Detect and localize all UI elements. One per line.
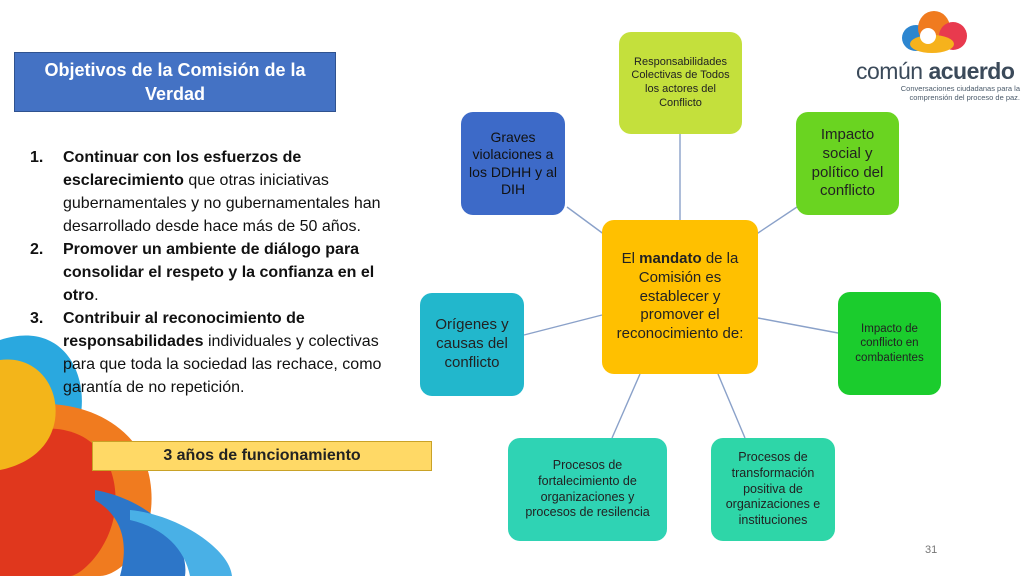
node-label: Graves violaciones a los DDHH y al DIH — [469, 128, 557, 198]
node-label: Impacto social y político del conflicto — [811, 126, 884, 200]
center-text-bold: mandato — [639, 250, 702, 268]
objective-number: 1. — [30, 149, 44, 166]
objective-item: 1. Continuar con los esfuerzos de esclar… — [30, 146, 390, 238]
logo-tagline: Conversaciones ciudadanas para la compre… — [900, 84, 1020, 102]
duration-badge: 3 años de funcionamiento — [92, 441, 432, 471]
comun-acuerdo-logo: común acuerdo Conversaciones ciudadanas … — [850, 8, 1020, 102]
node-label: Procesos de transformación positiva de o… — [725, 450, 821, 527]
objective-text: Contribuir al reconocimiento de responsa… — [63, 307, 390, 399]
node-label: Impacto de conflicto en combatientes — [855, 322, 924, 364]
node-graves-violaciones: Graves violaciones a los DDHH y al DIH — [461, 112, 565, 215]
node-label: Responsabilidades Colectivas de Todos lo… — [631, 55, 730, 109]
node-impacto-social: Impacto social y político del conflicto — [796, 112, 899, 215]
page-number: 31 — [925, 544, 938, 556]
objective-bold: Promover un ambiente de diálogo para con… — [63, 241, 375, 304]
objective-bold: Contribuir al reconocimiento de responsa… — [63, 310, 305, 350]
objectives-list: 1. Continuar con los esfuerzos de esclar… — [30, 146, 390, 399]
objective-number: 2. — [30, 241, 44, 258]
connector-line — [754, 204, 801, 236]
objective-number: 3. — [30, 310, 44, 327]
objective-text: Promover un ambiente de diálogo para con… — [63, 238, 390, 307]
connector-line — [523, 314, 603, 336]
connector-line — [566, 206, 606, 236]
connector-line — [717, 373, 746, 439]
logo-cloud-icon — [902, 11, 967, 53]
logo-name-bold: acuerdo — [928, 58, 1015, 84]
slide-title: Objetivos de la Comisión de la Verdad — [14, 52, 336, 112]
logo-name-light: común — [856, 58, 929, 84]
node-label: Procesos de fortalecimiento de organizac… — [525, 458, 650, 520]
objective-rest: individuales y colectivas para que toda … — [63, 333, 382, 396]
node-responsabilidades: Responsabilidades Colectivas de Todos lo… — [619, 32, 742, 134]
objective-rest: que otras iniciativas gubernamentales y … — [63, 172, 381, 235]
objective-rest: . — [94, 287, 99, 304]
node-transformacion: Procesos de transformación positiva de o… — [711, 438, 835, 541]
objective-item: 2. Promover un ambiente de diálogo para … — [30, 238, 390, 307]
connector-line — [757, 317, 839, 334]
objective-bold: Continuar con los esfuerzos de esclareci… — [63, 149, 302, 189]
logo-name: común acuerdo — [856, 58, 1020, 85]
connector-line — [611, 373, 641, 439]
objective-text: Continuar con los esfuerzos de esclareci… — [63, 146, 390, 238]
diagram-center-node: El mandato de la Comisión es establecer … — [602, 220, 758, 374]
center-text-after: de la Comisión es establecer y promover … — [616, 250, 744, 343]
center-text: El mandato de la Comisión es establecer … — [608, 250, 752, 344]
node-fortalecimiento: Procesos de fortalecimiento de organizac… — [508, 438, 667, 541]
objective-item: 3. Contribuir al reconocimiento de respo… — [30, 307, 390, 399]
node-label: Orígenes y causas del conflicto — [435, 316, 509, 371]
node-origenes: Orígenes y causas del conflicto — [420, 293, 524, 396]
node-impacto-combatientes: Impacto de conflicto en combatientes — [838, 292, 941, 395]
center-text-before: El — [621, 250, 640, 268]
